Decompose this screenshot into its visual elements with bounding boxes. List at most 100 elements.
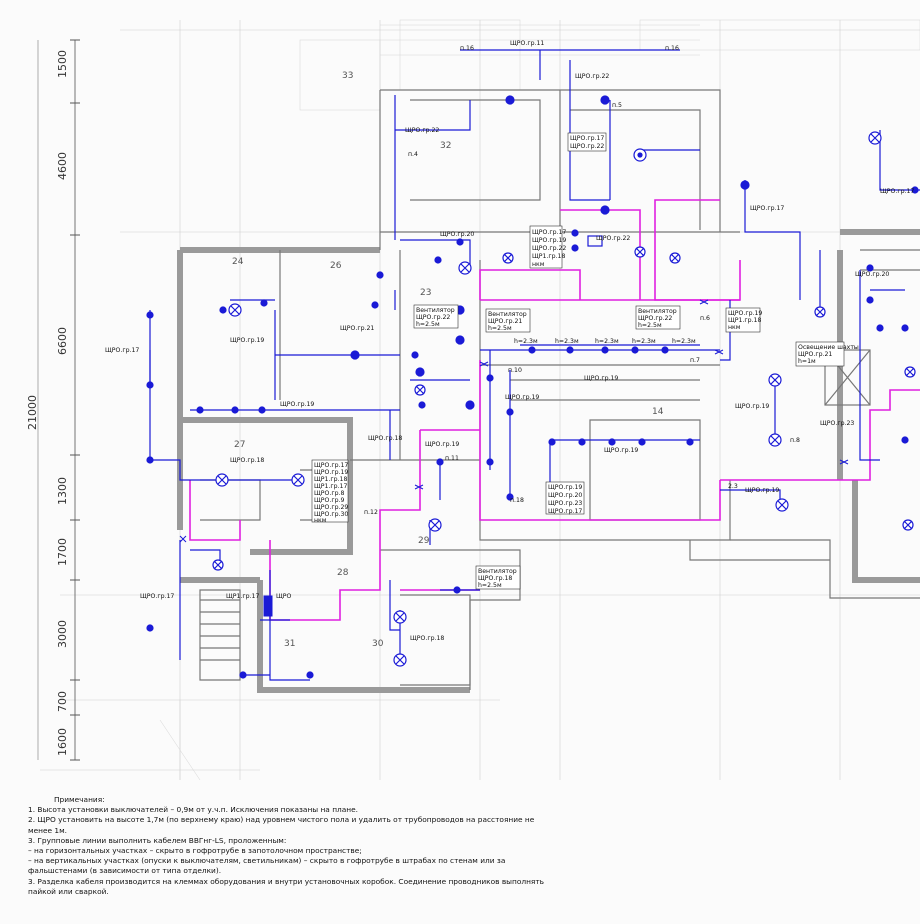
fixture-ceiling-lamp (566, 346, 574, 354)
svg-text:h=2.5м: h=2.5м (638, 322, 662, 329)
group-block: ЩРО.гр.17 ЩРО.гр.22 (567, 132, 607, 152)
fixture-ceiling-lamp (866, 296, 874, 304)
dimension-2: 4600 (56, 152, 69, 180)
svg-text:h=2.3м: h=2.3м (672, 338, 696, 345)
fixture-ceiling-lamp (814, 306, 826, 318)
fixture-ceiling-lamp (661, 346, 669, 354)
panel-label: ЩРО.гр.19 (584, 375, 618, 382)
fixture-ceiling-lamp (528, 346, 536, 354)
fixture-ceiling-lamp (502, 252, 514, 264)
panel-label: ЩРО.гр.17 (880, 188, 914, 195)
fixture-ceiling-lamp (350, 350, 360, 360)
svg-text:Вентилятор: Вентилятор (416, 307, 455, 314)
room-number: 31 (284, 639, 295, 649)
ventilator-blocks: Вентилятор ЩРО.гр.22 h=2.5м Вентилятор Щ… (413, 304, 681, 590)
svg-text:п.16: п.16 (665, 45, 679, 52)
ventilator-block: Вентилятор ЩРО.гр.22 h=2.5м (413, 304, 459, 329)
fixture-ceiling-lamp (453, 586, 461, 594)
fixture-ceiling-lamp (456, 238, 464, 246)
svg-text:п.7: п.7 (690, 357, 700, 364)
fixture-ceiling-lamp (393, 610, 407, 624)
fixture-ceiling-lamp (506, 408, 514, 416)
fixture-ceiling-lamp (775, 498, 789, 512)
panel-label: ЩРО.гр.19 (425, 441, 459, 448)
room-number: 28 (337, 568, 349, 578)
panel-label: ЩРО.гр.17 (105, 347, 139, 354)
fixture-ceiling-lamp (505, 95, 515, 105)
fixture-wall-lamp (587, 235, 603, 247)
room-number: 23 (420, 288, 431, 298)
fixture-ceiling-lamp (215, 473, 229, 487)
panel-label: ЩРО.гр.20 (440, 231, 474, 238)
fixture-ceiling-lamp (486, 374, 494, 382)
note-item: – на вертикальных участках (опуски к вык… (28, 856, 506, 876)
svg-text:ЩРО.гр.19: ЩРО.гр.19 (728, 310, 762, 317)
fixture-ceiling-lamp (458, 261, 472, 275)
dimension-1: 1500 (56, 50, 69, 78)
svg-text:ЩРО.гр.29: ЩРО.гр.29 (314, 504, 348, 511)
fixture-ceiling-lamp (411, 351, 419, 359)
svg-text:п.4: п.4 (408, 151, 418, 158)
svg-text:Вентилятор: Вентилятор (488, 311, 527, 318)
fixture-ceiling-lamp (634, 246, 646, 258)
svg-text:п.12: п.12 (364, 509, 378, 516)
fixture-ceiling-lamp (196, 406, 204, 414)
svg-text:h=2.3м: h=2.3м (595, 338, 619, 345)
fixture-ceiling-lamp (876, 324, 884, 332)
room-number: 32 (440, 141, 451, 151)
panel-label: ЩРО.гр.19 (745, 487, 779, 494)
fixture-ceiling-lamp (434, 256, 442, 264)
fixture-ceiling-lamp (239, 671, 247, 679)
note-item: 1. Высота установки выключателей – 0,9м … (28, 805, 359, 815)
svg-text:ЩРО.гр.17: ЩРО.гр.17 (548, 508, 582, 515)
note-item: 2. ЩРО установить на высоте 1,7м (по вер… (28, 815, 535, 835)
svg-text:ЩР1.гр.17: ЩР1.гр.17 (314, 483, 347, 490)
fixture-ceiling-lamp (600, 205, 610, 215)
panel-label: ЩРО.гр.23 (820, 420, 854, 427)
svg-text:Освещение шахты: Освещение шахты (798, 344, 859, 351)
fixture-ceiling-lamp (219, 306, 227, 314)
panel-label: ЩРО.гр.19 (280, 401, 314, 408)
fixture-ceiling-lamp (393, 653, 407, 667)
ventilator-block: Вентилятор ЩРО.гр.18 h=2.5м (475, 565, 521, 590)
panel-label: ЩРО.гр.20 (855, 271, 889, 278)
fixture-ceiling-lamp (258, 406, 266, 414)
svg-text:ЩРО.гр.9: ЩРО.гр.9 (314, 497, 344, 504)
fixture-ceiling-lamp (868, 131, 882, 145)
svg-text:h=2.3м: h=2.3м (514, 338, 538, 345)
fixture-ceiling-lamp (415, 367, 425, 377)
fixture-ceiling-lamp (428, 518, 442, 532)
svg-text:ЩРО.гр.18: ЩРО.гр.18 (478, 575, 512, 582)
group-block: ЩРО.гр.17 ЩРО.гр.19 ЩРО.гр.22 ЩР1.гр.18 … (529, 225, 566, 269)
panel-label: ЩРО.гр.19 (505, 394, 539, 401)
svg-text:п.5: п.5 (612, 102, 622, 109)
panel-label: ЩР1.гр.17 (226, 593, 259, 600)
svg-text:ЩРО.гр.21: ЩРО.гр.21 (798, 351, 832, 358)
fixture-ceiling-lamp (506, 493, 514, 501)
panel-label: ЩРО.гр.22 (575, 73, 609, 80)
svg-text:п.18: п.18 (510, 497, 524, 504)
note-item: – на горизонтальных участках – скрыто в … (28, 846, 362, 856)
fixture-ceiling-lamp (600, 95, 610, 105)
svg-text:ЩРО.гр.30: ЩРО.гр.30 (314, 511, 348, 518)
room-number: 33 (342, 71, 353, 81)
panel-label: ЩРО.гр.17 (750, 205, 784, 212)
dimension-chain: 1500 4600 6600 1300 1700 3000 700 1600 2… (26, 39, 80, 761)
fixture-ceiling-lamp (866, 264, 874, 272)
fixture-ceiling-lamp (901, 436, 909, 444)
svg-text:Вентилятор: Вентилятор (478, 568, 517, 575)
dimension-8: 1600 (56, 728, 69, 756)
panel-label: ЩРО.гр.22 (596, 235, 630, 242)
group-block: ЩРО.гр.19 ЩР1.гр.18 нкм (725, 307, 762, 333)
room-number: 24 (232, 257, 244, 267)
dimension-4: 1300 (56, 477, 69, 505)
fixture-ceiling-lamp (740, 180, 750, 190)
panel-label: ЩРО.гр.19 (735, 403, 769, 410)
panel-label: ЩРО.гр.18 (368, 435, 402, 442)
switches (179, 299, 849, 617)
panel-label: ЩРО.гр.18 (410, 635, 444, 642)
svg-text:п.6: п.6 (700, 315, 710, 322)
room-number: 26 (330, 261, 342, 271)
fixture-ceiling-lamp (768, 433, 782, 447)
